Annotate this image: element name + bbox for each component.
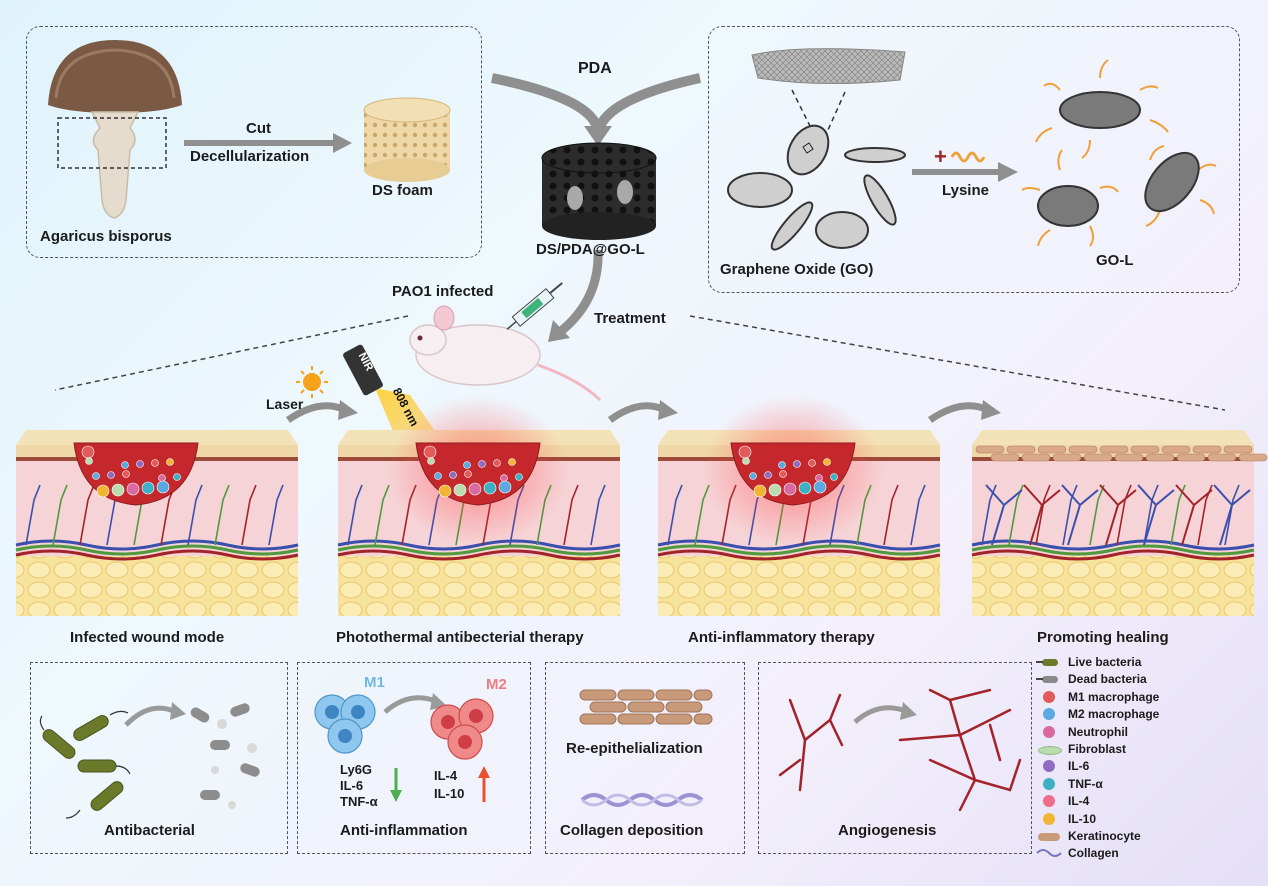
m1-macrophage-icon <box>1036 690 1062 704</box>
legend-label: Neutrophil <box>1068 724 1128 739</box>
legend-item: TNF-α <box>1036 776 1103 792</box>
scaffold-icon <box>541 142 657 240</box>
legend-label: TNF-α <box>1068 776 1103 791</box>
legend-item: Neutrophil <box>1036 724 1128 740</box>
sun-icon <box>296 366 328 398</box>
legend-label: M2 macrophage <box>1068 707 1160 722</box>
re-epithelialization-label: Re-epithelialization <box>566 740 703 757</box>
fibroblast-icon <box>1036 742 1062 756</box>
m1-macrophages-graphic <box>314 694 376 754</box>
legend-item: Live bacteria <box>1036 654 1141 670</box>
down-marker-2: IL-6 <box>340 778 364 793</box>
il6-icon <box>1036 759 1062 773</box>
pda-arrow-right <box>593 73 702 136</box>
decellularization-label: Decellularization <box>190 148 310 165</box>
antibacterial-graphic <box>39 702 260 819</box>
gol-particles-icon <box>1021 59 1217 247</box>
anti-inflammation-panel <box>297 662 531 854</box>
neutrophil-icon <box>1036 725 1062 739</box>
legend-item: IL-10 <box>1036 811 1096 827</box>
mouse-icon <box>409 305 602 402</box>
legend-label: IL-6 <box>1068 759 1090 774</box>
go-sheet-icon <box>751 48 906 85</box>
down-marker-3: TNF-α <box>340 794 378 809</box>
mushroom-icon <box>48 40 182 219</box>
pao1-infected-label: PAO1 infected <box>392 283 494 300</box>
up-marker-2: IL-10 <box>434 786 465 801</box>
angiogenesis-label: Angiogenesis <box>838 822 937 839</box>
keratinocyte-layer-graphic <box>579 689 713 725</box>
collagen-deposition-label: Collagen deposition <box>560 822 704 839</box>
antibacterial-label: Antibacterial <box>104 822 195 839</box>
il4-icon <box>1036 794 1062 808</box>
angiogenesis-panel <box>758 662 1032 854</box>
treatment-label: Treatment <box>594 310 666 327</box>
m2-macrophages-graphic <box>430 698 494 760</box>
mushroom-process-box <box>26 26 482 258</box>
m2-macrophage-icon <box>1036 707 1062 721</box>
pda-arrow-left <box>491 73 603 136</box>
stage-label-photothermal: Photothermal antibecterial therapy <box>336 629 584 646</box>
mushroom-label: Agaricus bisporus <box>40 228 172 245</box>
legend-item: M1 macrophage <box>1036 689 1159 705</box>
cut-region-box <box>57 117 167 169</box>
legend-item: Collagen <box>1036 845 1119 861</box>
ds-foam-icon <box>363 97 451 182</box>
collagen-fiber-graphic <box>580 793 704 807</box>
legend-label: IL-10 <box>1068 811 1097 826</box>
anti-inflammation-label: Anti-inflammation <box>340 822 468 839</box>
treatment-arrow <box>557 249 603 336</box>
vessels-graphic <box>778 688 1022 812</box>
go-discs-icon <box>727 124 906 251</box>
scaffold-label: DS/PDA@GO-L <box>536 241 645 258</box>
pda-label: PDA <box>578 60 612 77</box>
legend-label: M1 macrophage <box>1068 689 1160 704</box>
gol-label: GO-L <box>1096 252 1134 269</box>
keratinocyte-icon <box>1036 829 1062 843</box>
tnf-icon <box>1036 777 1062 791</box>
go-label: Graphene Oxide (GO) <box>720 261 874 278</box>
lysine-icon <box>950 151 986 163</box>
re-epithelialization-panel <box>545 662 745 854</box>
m1-label: M1 <box>364 674 385 691</box>
legend-item: Keratinocyte <box>1036 828 1141 844</box>
up-marker-1: IL-4 <box>434 768 458 783</box>
dead-bacteria-icon <box>1036 672 1062 686</box>
live-bacteria-icon <box>1036 655 1062 669</box>
legend-label: Live bacteria <box>1068 655 1142 669</box>
legend-item: Dead bacteria <box>1036 671 1147 687</box>
skin-section-3 <box>657 395 941 616</box>
lysine-label: Lysine <box>942 182 989 199</box>
skin-section-4 <box>971 430 1268 616</box>
stage-label-healing: Promoting healing <box>1037 629 1169 646</box>
go-process-box <box>708 26 1240 293</box>
nir-laser-icon <box>343 344 383 396</box>
legend-label: IL-4 <box>1068 794 1090 809</box>
skin-section-2 <box>337 395 621 616</box>
svg-text:+: + <box>934 144 947 169</box>
legend-label: Fibroblast <box>1068 742 1127 756</box>
m2-label: M2 <box>486 676 507 693</box>
legend-item: Fibroblast <box>1036 741 1126 757</box>
il10-icon <box>1036 812 1062 826</box>
antibacterial-panel <box>30 662 288 854</box>
collagen-icon <box>1036 846 1062 860</box>
legend-label: Dead bacteria <box>1068 672 1147 687</box>
stage-label-infected: Infected wound mode <box>70 629 225 646</box>
legend-label: Collagen <box>1068 846 1119 861</box>
ds-foam-label: DS foam <box>372 182 433 199</box>
legend-label: Keratinocyte <box>1068 829 1141 843</box>
legend-item: IL-6 <box>1036 758 1089 774</box>
legend-item: IL-4 <box>1036 793 1089 809</box>
legend-item: M2 macrophage <box>1036 706 1159 722</box>
laser-label: Laser <box>266 396 304 412</box>
down-marker-1: Ly6G <box>340 762 373 777</box>
skin-section-1 <box>15 430 299 616</box>
cut-label: Cut <box>246 120 271 137</box>
stage-label-anti-inflammatory: Anti-inflammatory therapy <box>688 629 875 646</box>
syringe-icon <box>506 282 563 330</box>
